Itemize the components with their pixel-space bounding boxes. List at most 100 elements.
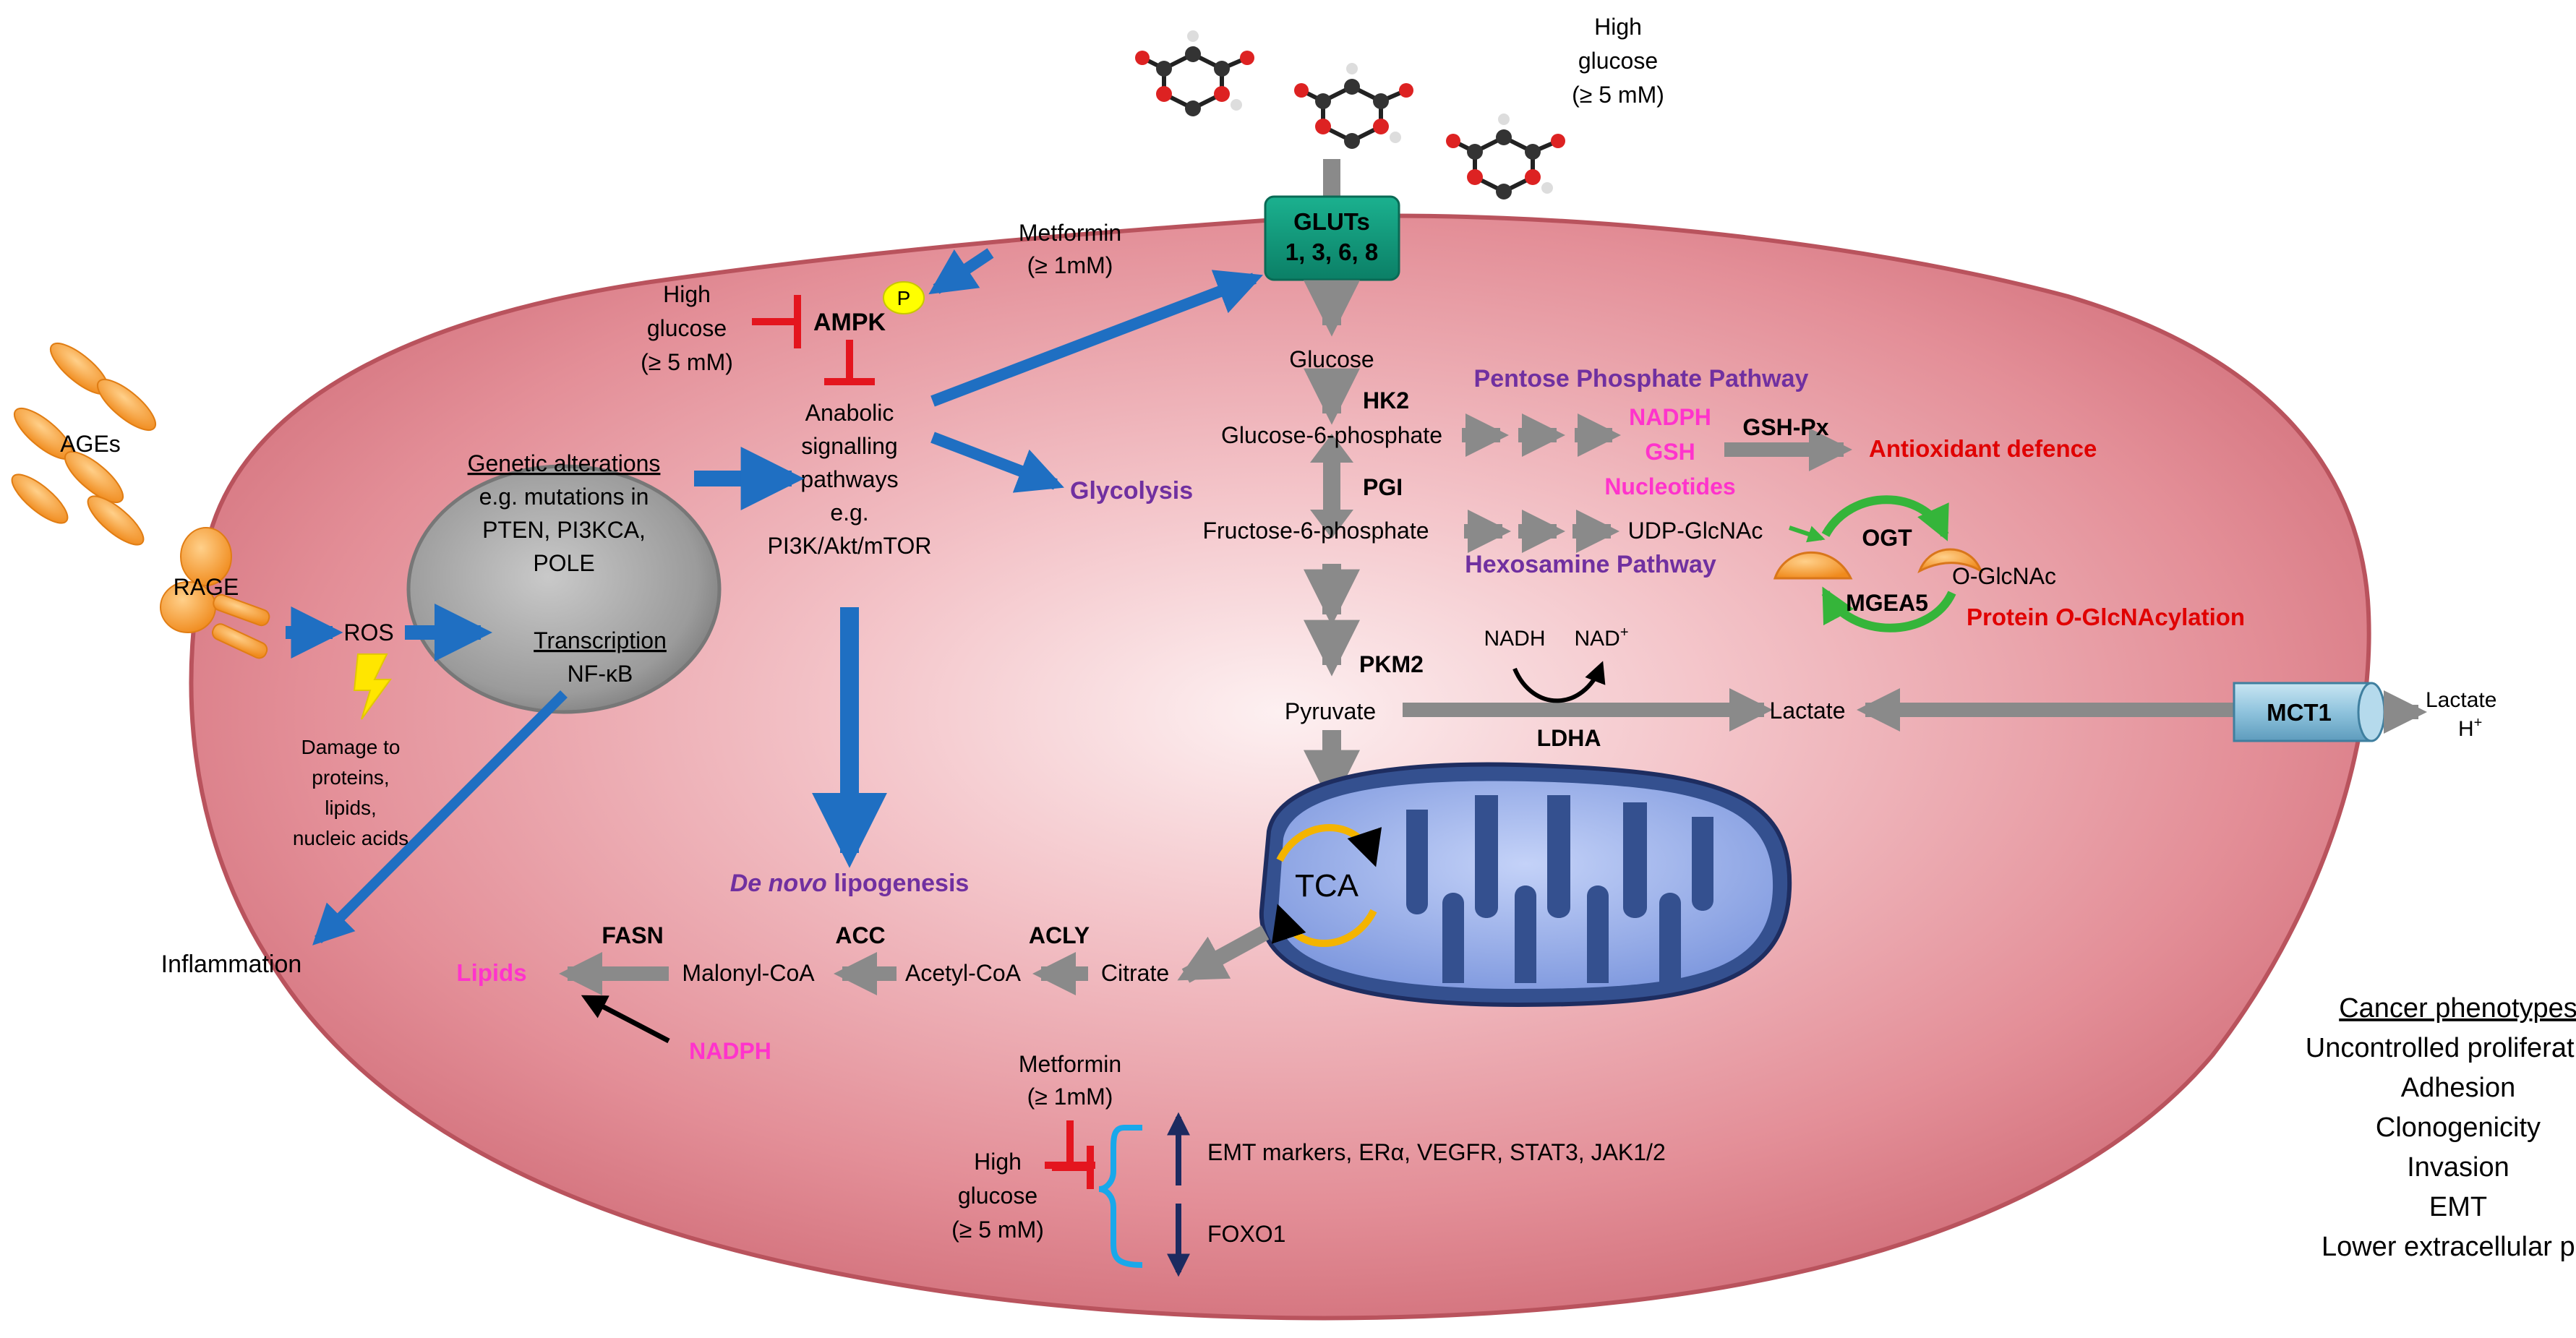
hexosamine-label: Hexosamine Pathway [1465,551,1716,578]
pyruvate-label: Pyruvate [1285,698,1376,724]
damage-label: Damage to proteins, lipids, nucleic acid… [293,736,408,849]
glucose-inhibits-bracket [1052,1146,1094,1189]
cell-body [189,213,2371,1321]
svg-text:Anabolic: Anabolic [805,400,894,426]
svg-text:Invasion: Invasion [2407,1152,2509,1183]
svg-text:High: High [663,281,711,307]
udp-to-ogt-arrow [1789,526,1826,543]
nadph-to-fasn-arrow [581,995,670,1044]
svg-text:PI3K/Akt/mTOR: PI3K/Akt/mTOR [767,533,931,559]
svg-text:Metformin: Metformin [1019,1051,1121,1077]
svg-text:pathways: pathways [800,466,898,492]
phospho-badge [883,281,925,314]
ppp-label: Pentose Phosphate Pathway [1474,365,1809,393]
gshpx-label: GSH-Px [1742,414,1828,440]
ppp-products: NADPH GSH Nucleotides [1604,404,1735,499]
mgea5-enzyme-shape [1917,548,1983,574]
mitochondrion [1259,762,1792,1008]
genetic-alterations-title: Genetic alterations [468,450,661,476]
svg-text:Nucleotides: Nucleotides [1604,473,1735,499]
mgea5-label: MGEA5 [1846,590,1928,616]
nadph-label: NADPH [689,1038,771,1064]
svg-text:(≥ 5 mM): (≥ 5 mM) [951,1217,1044,1243]
ages-label: AGEs [60,431,121,457]
glucose-label: Glucose [1289,346,1374,372]
anabolic-to-glycolysis-arrow [930,432,1064,493]
svg-text:Clonogenicity: Clonogenicity [2376,1112,2541,1143]
svg-text:Lower extracellular pH: Lower extracellular pH [2322,1232,2576,1262]
ros-label: ROS [343,619,393,646]
rage-label: RAGE [174,574,239,600]
svg-text:glucose: glucose [958,1183,1037,1209]
acetyl-coa-label: Acetyl-CoA [905,960,1022,986]
g6p-label: Glucose-6-phosphate [1221,422,1442,448]
svg-text:signalling: signalling [801,433,897,459]
f6p-label: Fructose-6-phosphate [1202,518,1429,544]
svg-text:Metformin: Metformin [1019,220,1121,246]
genetic-alterations-body: e.g. mutations in PTEN, PI3KCA, POLE [479,484,649,576]
h-out-label: H+ [2458,715,2482,741]
glut-label-line1: GLUTs [1293,208,1370,235]
svg-text:Damage to: Damage to [301,736,401,758]
glucose-inhibits-ampk [752,295,801,348]
nadh-label: NADH [1484,627,1545,651]
lightning-icon [353,653,392,720]
ampk-inhibits-anabolic [824,340,875,385]
svg-text:glucose: glucose [1578,48,1658,74]
mito-to-citrate-arrow [1177,925,1270,983]
glut-transporter [1264,195,1400,281]
pgi-label: PGI [1363,474,1403,500]
phenotypes-list: Uncontrolled proliferation Adhesion Clon… [2306,1033,2576,1262]
glucose-molecule-1 [1135,30,1254,116]
emt-markers-label: EMT markers, ERα, VEGFR, STAT3, JAK1/2 [1207,1139,1666,1165]
svg-text:e.g.: e.g. [830,499,868,526]
svg-text:High: High [974,1149,1022,1175]
hk2-label: HK2 [1363,387,1409,413]
acly-label: ACLY [1029,922,1090,948]
tca-label: TCA [1295,868,1359,904]
nad-label: NAD+ [1574,625,1628,651]
ampk-label: AMPK [813,309,886,336]
tca-cycle-bottom-arrow [1271,904,1377,947]
lactate-label: Lactate [1770,698,1846,724]
fasn-label: FASN [602,922,663,948]
ldha-label: LDHA [1537,725,1601,751]
svg-text:GSH: GSH [1645,439,1695,465]
nadh-nad-curve [1512,661,1606,703]
pkm2-label: PKM2 [1359,651,1424,677]
anabolic-to-glut-arrow [930,270,1263,407]
high-glucose-top-label: High glucose (≥ 5 mM) [1572,14,1664,108]
inflammation-label: Inflammation [161,951,302,978]
citrate-label: Citrate [1101,960,1169,986]
ogt-cycle-arrow [1821,495,1949,541]
antioxidant-label: Antioxidant defence [1869,435,2097,462]
svg-text:(≥ 1mM): (≥ 1mM) [1027,252,1113,278]
high-glucose-bottom-label: High glucose (≥ 5 mM) [951,1149,1044,1243]
glucose-molecule-3 [1446,113,1565,200]
svg-text:Adhesion: Adhesion [2401,1073,2515,1103]
pgi-double-arrow [1310,434,1353,539]
ogt-label: OGT [1862,525,1912,551]
lactate-out-label: Lactate [2426,688,2496,712]
svg-text:(≥ 1mM): (≥ 1mM) [1027,1084,1113,1110]
svg-text:High: High [1594,14,1642,40]
tca-cycle-top-arrow [1276,824,1382,867]
de-novo-lipogenesis-label: De novo lipogenesis [730,870,970,897]
transcription-body: NF-κB [568,661,633,687]
protein-glcnacylation-label: Protein O-GlcNAcylation [1967,604,2245,630]
o-glcnac-label: O-GlcNAc [1952,563,2056,589]
svg-text:nucleic acids: nucleic acids [293,827,408,849]
svg-text:proteins,: proteins, [312,766,389,789]
metformin-to-ampk-arrow [928,248,994,295]
high-glucose-ampk-label: High glucose (≥ 5 mM) [641,281,733,375]
mct1-label: MCT1 [2267,699,2332,726]
ogt-enzyme-shape [1773,551,1853,580]
svg-text:Uncontrolled proliferation: Uncontrolled proliferation [2306,1033,2576,1063]
lipids-label: Lipids [456,959,526,986]
mgea5-cycle-arrow [1821,586,1956,632]
metformin-bottom-label: Metformin (≥ 1mM) [1019,1051,1121,1110]
phospho-label: P [897,287,911,309]
glycolysis-label: Glycolysis [1070,477,1193,505]
mct1-transporter [2233,682,2386,742]
